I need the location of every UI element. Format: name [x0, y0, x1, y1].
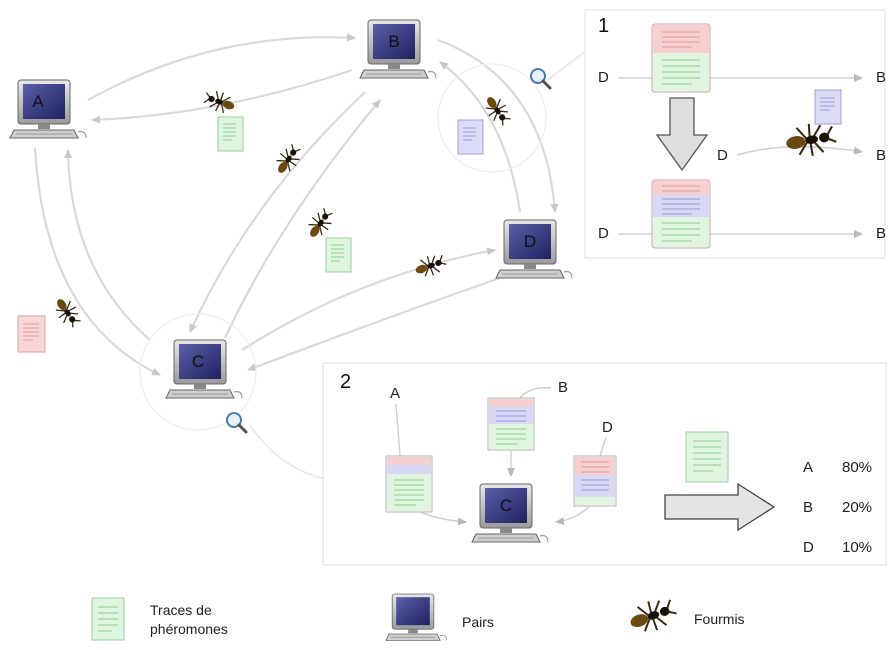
legend-computer-icon [385, 593, 448, 641]
node-d: D [495, 219, 573, 279]
panel2-doc-a-label: A [390, 385, 400, 402]
result-percent: 80% [842, 459, 872, 476]
legend: Traces de phéromones Pairs Fourmis [91, 592, 745, 641]
legend-pheromone-doc-icon [91, 597, 125, 641]
c-search-halo [139, 313, 257, 431]
panel2-doc-d-label: D [602, 419, 613, 436]
edge-c-to-d [241, 247, 496, 351]
doc-after-mix [651, 179, 711, 249]
legend-ant-icon [624, 592, 681, 639]
panel2-node-c-label: C [500, 496, 512, 515]
results-table: A 80% B 20% D 10% [803, 459, 872, 556]
node-d-label: D [524, 232, 536, 251]
magnifier-icon [225, 411, 248, 434]
edge-c-to-a [64, 149, 151, 341]
doc-before-mix [651, 23, 711, 93]
ant-icon [49, 293, 86, 332]
magnifier-icon [529, 67, 552, 90]
panel-2-number: 2 [340, 371, 351, 393]
panel1-row2-right: B [876, 147, 886, 164]
panel1-row1-left: D [598, 69, 609, 86]
node-c: C [165, 339, 243, 399]
result-percent: 10% [842, 539, 872, 556]
legend-pairs: Pairs [462, 614, 494, 630]
legend-fourmis: Fourmis [694, 611, 745, 627]
result-peer: B [803, 499, 813, 516]
edge-a-to-b [87, 33, 356, 101]
node-a: A [9, 79, 87, 139]
doc-blue-carried [814, 89, 842, 125]
result-percent: 20% [842, 499, 872, 516]
edge-d-to-b [439, 61, 522, 213]
doc-red-ac [17, 315, 46, 353]
down-arrow [655, 97, 709, 172]
node-a-label: A [32, 92, 44, 111]
link-to-panel2 [249, 424, 331, 481]
computer-icon [9, 79, 87, 139]
panel2-doc-d [573, 455, 617, 507]
panel1-row1-right: B [876, 69, 886, 86]
panel2-result-doc [685, 431, 729, 483]
edge-b-to-d [437, 38, 559, 213]
edge-a-to-c [33, 147, 161, 376]
right-arrow [664, 482, 776, 532]
doc-green-bc [325, 237, 352, 273]
panel2-doc-b [487, 397, 535, 451]
edge-d-to-c [247, 276, 501, 372]
panel2-doc-a [385, 455, 433, 513]
node-b-label: B [388, 32, 399, 51]
legend-traces-line1: Traces de [150, 602, 212, 618]
panel2-doc-b-label: B [558, 379, 568, 396]
result-peer: A [803, 459, 813, 476]
panel1-row3-left: D [598, 225, 609, 242]
panel-1-number: 1 [598, 15, 609, 37]
node-c-label: C [192, 352, 204, 371]
network-arrows [33, 33, 601, 481]
ant-icon [411, 250, 450, 282]
result-peer: D [803, 539, 814, 556]
legend-traces-line2: phéromones [150, 621, 228, 637]
doc-blue-bd [457, 119, 484, 155]
b-search-halo [437, 63, 547, 173]
panel1-row2-left: D [717, 147, 728, 164]
edge-b-to-a [91, 68, 353, 124]
ant-icon [302, 204, 339, 243]
edge-c-to-b [224, 99, 381, 339]
panel-2: 2 A B D [322, 362, 887, 566]
panel2-node-c: C [471, 483, 549, 543]
doc-green-ab [217, 116, 244, 152]
edge-b-to-c [188, 91, 366, 333]
panel1-row3-right: B [876, 225, 886, 242]
panel-1: 1 D B D B D B [584, 9, 886, 259]
node-b: B [359, 19, 437, 79]
